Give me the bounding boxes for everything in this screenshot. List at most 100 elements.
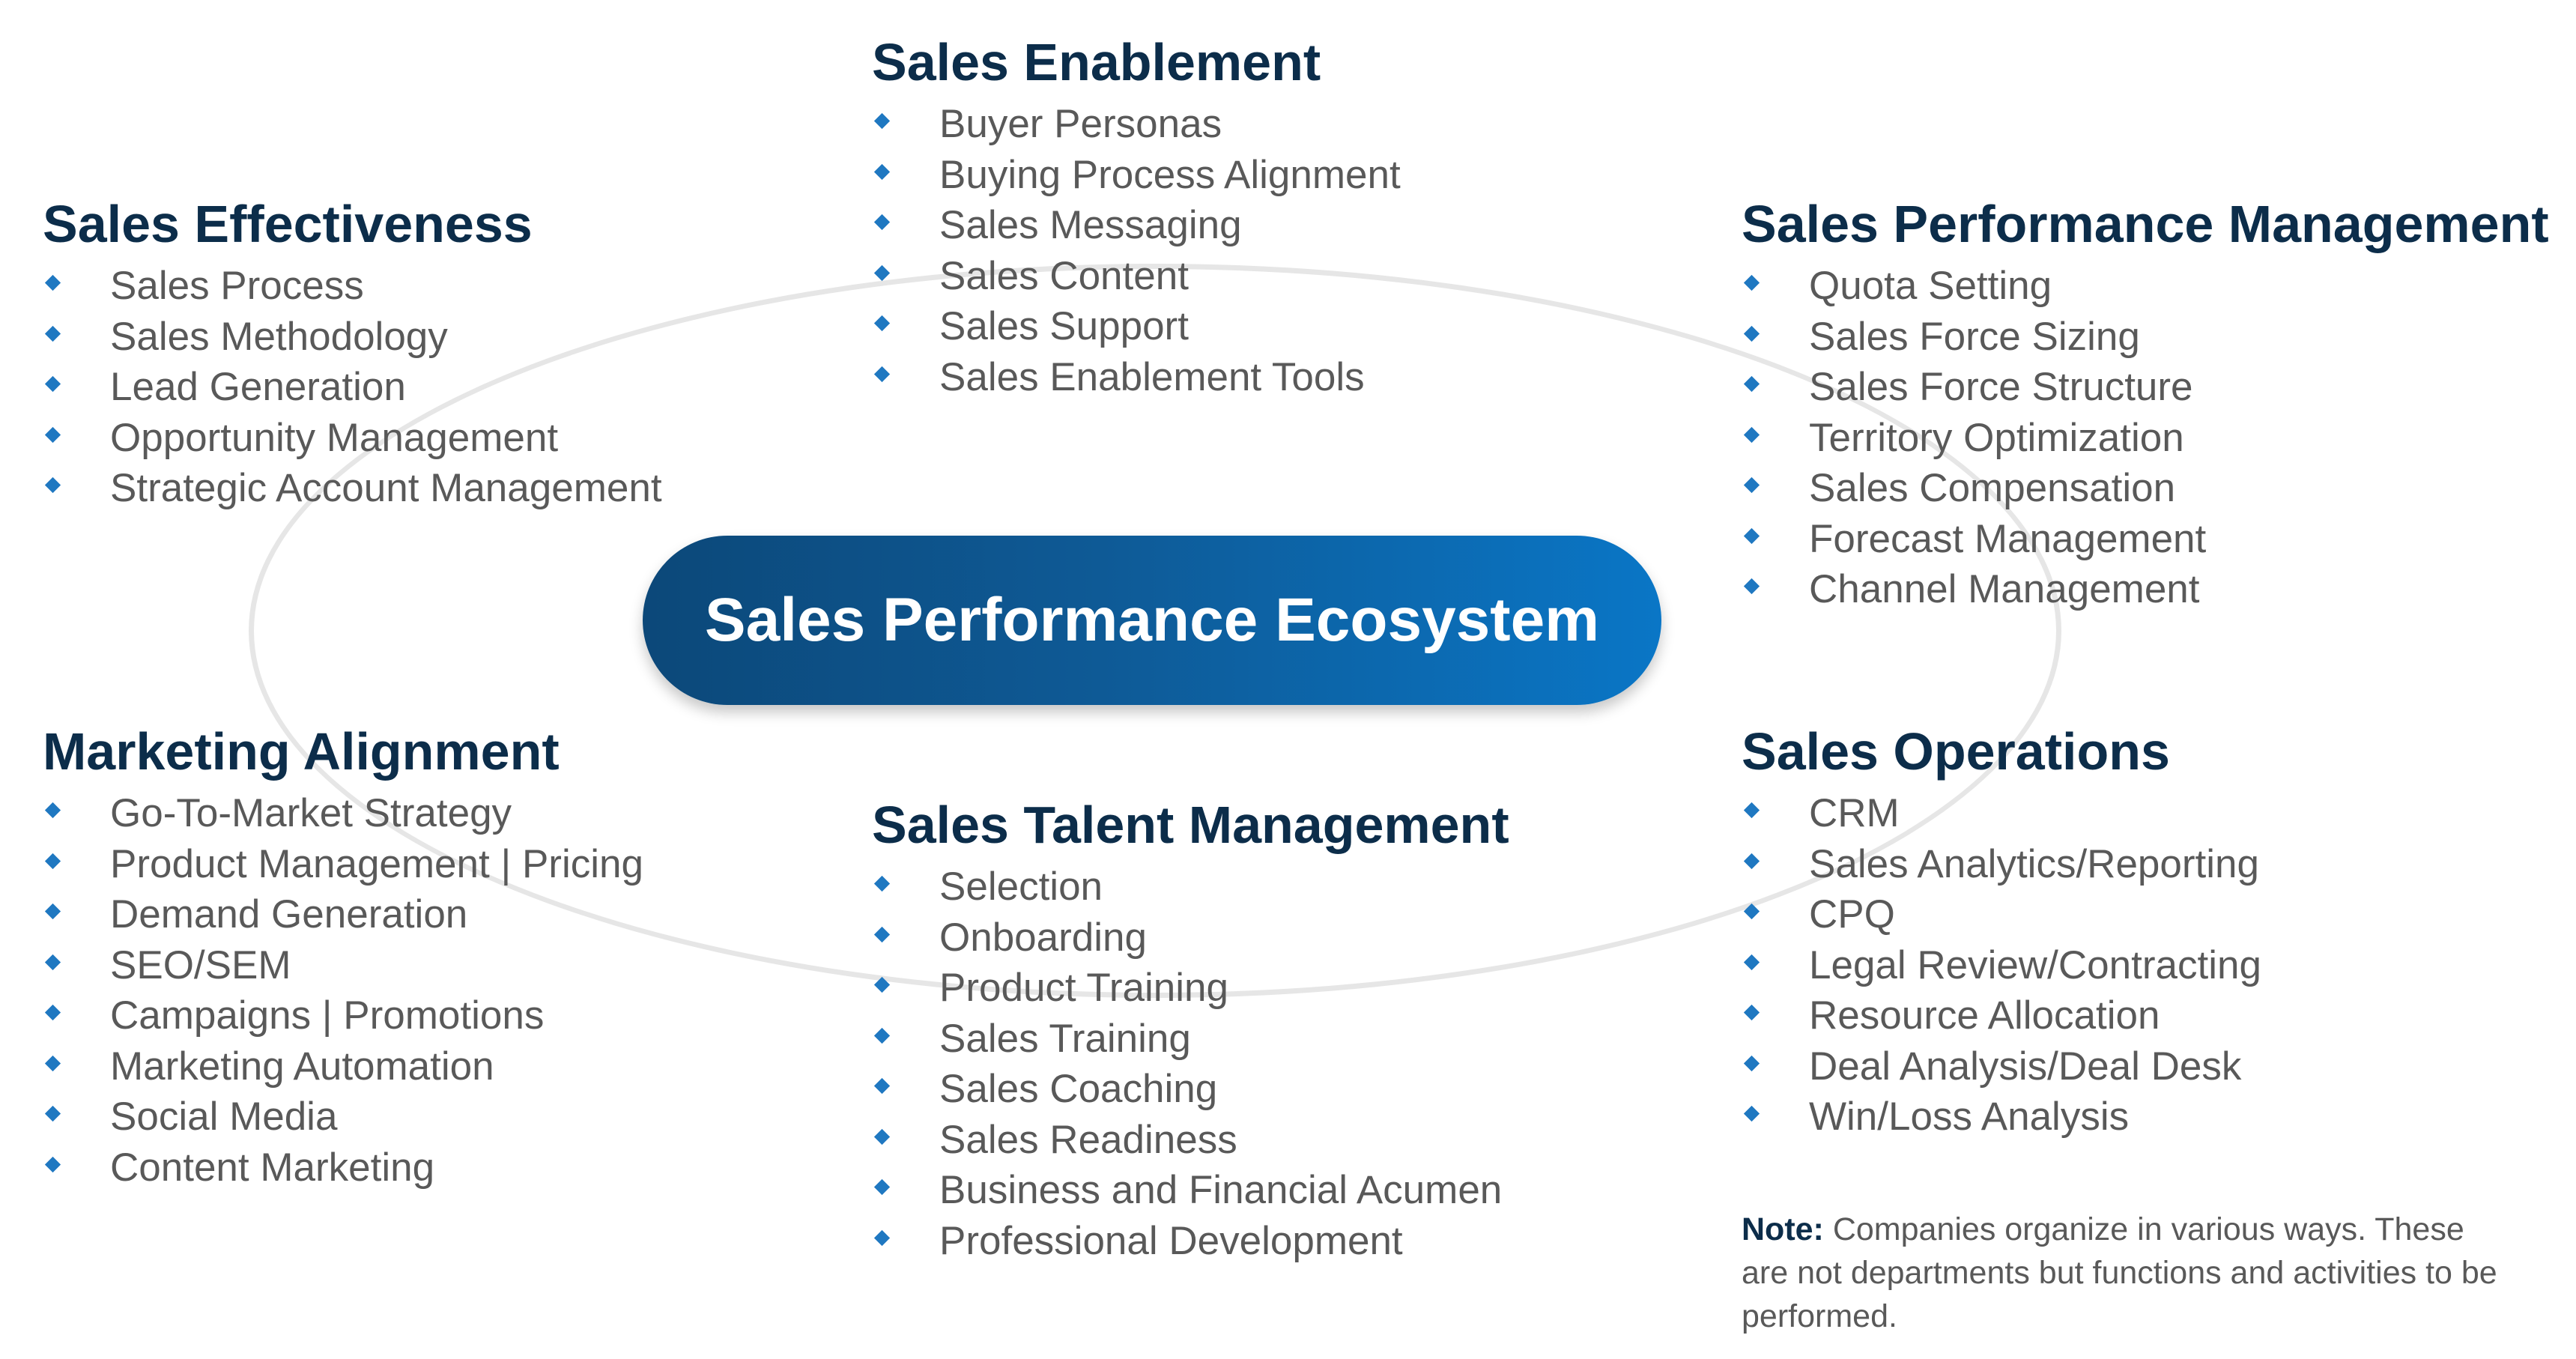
- list-item-label: Demand Generation: [110, 892, 468, 936]
- list-item: Sales Analytics/Reporting: [1742, 839, 2261, 890]
- diamond-bullet-icon: [1743, 853, 1760, 869]
- list-item: Sales Content: [872, 251, 1401, 302]
- group-title: Sales Operations: [1742, 722, 2170, 781]
- list-item: Sales Training: [872, 1014, 1509, 1065]
- list-item-label: Legal Review/Contracting: [1809, 942, 2261, 987]
- list-item: Sales Readiness: [872, 1115, 1509, 1166]
- list-item: Quota Setting: [1742, 261, 2549, 312]
- diamond-bullet-icon: [44, 802, 61, 819]
- diamond-bullet-icon: [873, 214, 891, 231]
- list-item-label: Sales Readiness: [939, 1117, 1237, 1162]
- list-item: Forecast Management: [1742, 514, 2549, 565]
- list-item: Sales Process: [43, 261, 662, 312]
- list-item-label: Buying Process Alignment: [939, 152, 1401, 197]
- footnote: Note: Companies organize in various ways…: [1742, 1208, 2506, 1338]
- diamond-bullet-icon: [1743, 903, 1760, 920]
- diamond-bullet-icon: [873, 264, 891, 281]
- diamond-bullet-icon: [44, 1105, 61, 1122]
- list-item-label: CRM: [1809, 791, 1900, 835]
- list-item-label: Marketing Automation: [110, 1044, 494, 1089]
- list-item: Business and Financial Acumen: [872, 1165, 1509, 1216]
- list-item-label: Selection: [939, 865, 1103, 909]
- diamond-bullet-icon: [44, 853, 61, 869]
- list-item-label: Sales Training: [939, 1016, 1191, 1061]
- list-item-label: Content Marketing: [110, 1145, 435, 1190]
- diamond-bullet-icon: [873, 1027, 891, 1044]
- list-item-label: Sales Support: [939, 304, 1189, 348]
- note-text: Companies organize in various ways. Thes…: [1742, 1211, 2497, 1334]
- group-title: Sales Enablement: [872, 33, 1321, 91]
- ecosystem-ring: [249, 264, 2061, 998]
- list-item: Strategic Account Management: [43, 463, 662, 514]
- list-item-label: Professional Development: [939, 1218, 1403, 1263]
- list-item: Deal Analysis/Deal Desk: [1742, 1041, 2261, 1092]
- list-item: Buying Process Alignment: [872, 150, 1401, 201]
- list-item: Marketing Automation: [43, 1041, 643, 1092]
- diamond-bullet-icon: [1743, 325, 1760, 342]
- list-item-label: Sales Force Structure: [1809, 365, 2193, 409]
- list-item-label: Win/Loss Analysis: [1809, 1095, 2130, 1139]
- list-item-label: Sales Compensation: [1809, 466, 2176, 510]
- list-item: Onboarding: [872, 912, 1509, 963]
- diamond-bullet-icon: [1743, 1004, 1760, 1021]
- diamond-bullet-icon: [1743, 578, 1760, 595]
- list-item: Content Marketing: [43, 1142, 643, 1193]
- diamond-bullet-icon: [873, 163, 891, 180]
- list-item: Win/Loss Analysis: [1742, 1092, 2261, 1142]
- group-title: Sales Effectiveness: [43, 195, 533, 253]
- list-item: Product Management | Pricing: [43, 839, 643, 890]
- list-item: Legal Review/Contracting: [1742, 940, 2261, 991]
- list-item-label: Business and Financial Acumen: [939, 1168, 1503, 1212]
- diamond-bullet-icon: [1743, 274, 1760, 291]
- list-item-label: Quota Setting: [1809, 264, 2052, 308]
- list-item: Sales Force Structure: [1742, 362, 2549, 413]
- list-item: Sales Messaging: [872, 200, 1401, 251]
- list-item: Opportunity Management: [43, 413, 662, 464]
- center-label: Sales Performance Ecosystem: [704, 586, 1600, 654]
- list-item: Demand Generation: [43, 889, 643, 940]
- group-title: Sales Performance Management: [1742, 195, 2549, 253]
- list-item-label: Social Media: [110, 1095, 338, 1139]
- list-item: Sales Enablement Tools: [872, 352, 1401, 403]
- diamond-bullet-icon: [44, 274, 61, 291]
- group-title: Sales Talent Management: [872, 796, 1509, 854]
- diamond-bullet-icon: [873, 1178, 891, 1196]
- list-item-label: Sales Content: [939, 253, 1189, 298]
- list-item: CPQ: [1742, 889, 2261, 940]
- diamond-bullet-icon: [873, 315, 891, 332]
- list-item-label: CPQ: [1809, 892, 1895, 936]
- list-item-label: Opportunity Management: [110, 415, 559, 460]
- list-item-label: Product Management | Pricing: [110, 841, 643, 886]
- list-item: Go-To-Market Strategy: [43, 788, 643, 839]
- diamond-bullet-icon: [873, 1128, 891, 1145]
- list-item: Social Media: [43, 1092, 643, 1142]
- list-item: Professional Development: [872, 1216, 1509, 1267]
- diamond-bullet-icon: [1743, 954, 1760, 970]
- list-item-label: Strategic Account Management: [110, 466, 662, 510]
- note-label: Note:: [1742, 1211, 1824, 1247]
- list-item: Sales Methodology: [43, 312, 662, 363]
- list-item: Resource Allocation: [1742, 990, 2261, 1041]
- list-item-label: Onboarding: [939, 915, 1147, 960]
- list-item-label: Sales Process: [110, 264, 364, 308]
- diamond-bullet-icon: [873, 1077, 891, 1095]
- list-item-label: Sales Messaging: [939, 203, 1242, 247]
- diamond-bullet-icon: [1743, 375, 1760, 393]
- list-item-label: Channel Management: [1809, 567, 2200, 611]
- diamond-bullet-icon: [873, 976, 891, 993]
- diamond-bullet-icon: [44, 476, 61, 494]
- diamond-bullet-icon: [873, 926, 891, 942]
- list-item: Sales Coaching: [872, 1064, 1509, 1115]
- diamond-bullet-icon: [44, 1055, 61, 1071]
- list-item: Buyer Personas: [872, 99, 1401, 150]
- list-item: Sales Force Sizing: [1742, 312, 2549, 363]
